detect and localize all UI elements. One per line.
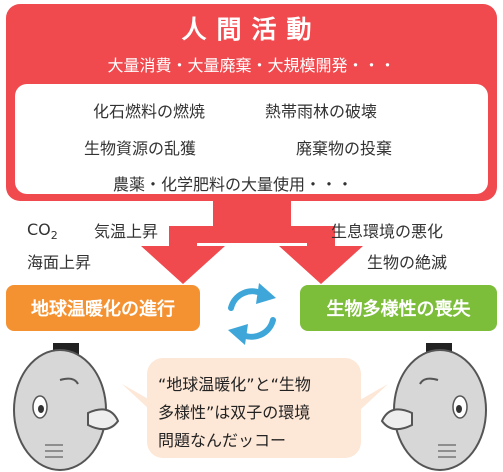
effect-habitat: 生息環境の悪化 <box>331 222 444 241</box>
effect-sea-level: 海面上昇 <box>27 253 92 272</box>
bird-mascot-icon <box>380 343 487 471</box>
speech-bubble-tails <box>122 384 388 410</box>
speech-line-1: “地球温暖化”と“生物 <box>158 375 311 394</box>
activities-box <box>15 84 488 194</box>
human-activity-title: 人間活動 <box>181 15 322 44</box>
speech-line-2: 多様性”は双子の環境 <box>158 403 311 422</box>
effect-temperature: 気温上昇 <box>94 222 159 241</box>
activity-pesticides: 農薬・化学肥料の大量使用・・・ <box>113 175 354 194</box>
activity-fossil-fuel: 化石燃料の燃焼 <box>93 102 206 121</box>
bird-mascot-icon <box>13 343 120 471</box>
biodiversity-loss-box: 生物多様性の喪失 <box>300 285 497 331</box>
speech-line-3: 問題なんだッコー <box>158 431 287 450</box>
activity-rainforest: 熱帯雨林の破壊 <box>265 102 378 121</box>
split-arrow <box>141 199 363 284</box>
effect-co2: CO2 <box>27 220 58 243</box>
effect-extinction: 生物の絶滅 <box>367 253 448 272</box>
co2-subscript: 2 <box>50 229 58 243</box>
activity-waste: 廃棄物の投棄 <box>296 139 393 158</box>
speech-bubble <box>147 358 361 458</box>
human-activity-subtitle: 大量消費・大量廃棄・大規模開発・・・ <box>107 56 396 75</box>
global-warming-box: 地球温暖化の進行 <box>6 285 200 331</box>
activity-overharvest: 生物資源の乱獲 <box>84 139 197 158</box>
